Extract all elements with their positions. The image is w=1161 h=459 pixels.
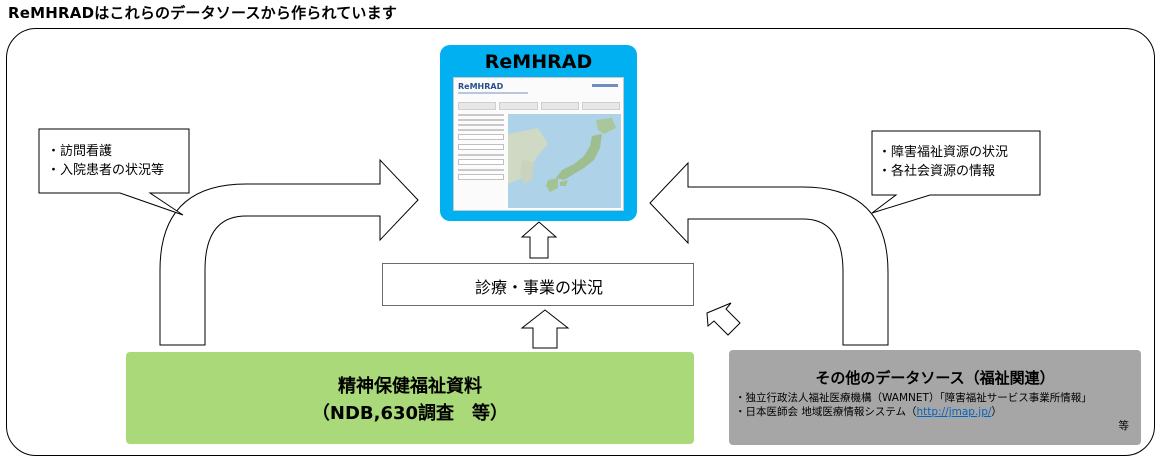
screenshot-tab — [499, 102, 538, 110]
up-arrow-to-remhrad — [520, 221, 558, 259]
callout-left-item: ・入院患者の状況等 — [47, 163, 165, 178]
seishin-subtitle: （NDB,630調査 等） — [311, 403, 509, 424]
jmap-suffix: ） — [991, 406, 1002, 418]
screenshot-tab — [458, 102, 497, 110]
other-source-wamnet: ・独立行政法人福祉医療機構（WAMNET）「障害福祉サービス事業所情報」 — [735, 392, 1092, 404]
other-sources-title: その他のデータソース（福祉関連） — [815, 369, 1055, 387]
remhrad-box: ReMHRAD ReMHRAD — [440, 45, 637, 221]
screenshot-tab — [540, 102, 579, 110]
seishin-data-box: 精神保健福祉資料 （NDB,630調査 等） — [126, 352, 694, 444]
screenshot-top-link — [592, 84, 618, 87]
screenshot-map — [508, 114, 621, 208]
other-data-sources-box: その他のデータソース（福祉関連） ・独立行政法人福祉医療機構（WAMNET）「障… — [729, 350, 1141, 445]
screenshot-logo-subtitle — [458, 92, 528, 94]
jmap-prefix: ・日本医師会 地域医療情報システム（ — [735, 406, 917, 418]
remhrad-title: ReMHRAD — [484, 51, 593, 73]
right-callout — [871, 130, 1041, 214]
diagram-frame — [6, 28, 1155, 456]
other-source-jmap: ・日本医師会 地域医療情報システム（http://jmap.jp/） — [735, 404, 1002, 419]
callout-right-item: ・障害福祉資源の状況 — [878, 145, 1009, 160]
page-title: ReMHRADはこれらのデータソースから作られています — [8, 4, 398, 22]
screenshot-tabs — [458, 102, 620, 110]
other-etc-label: 等 — [1118, 420, 1130, 432]
screenshot-tab — [581, 102, 620, 110]
japan-map-image — [508, 118, 616, 192]
right-curved-arrow — [649, 161, 889, 346]
screenshot-side-panel — [458, 114, 504, 208]
callout-left-item: ・訪問看護 — [47, 144, 113, 159]
up-arrow-to-shinryo — [520, 309, 570, 349]
remhrad-screenshot: ReMHRAD — [453, 77, 624, 211]
jmap-link[interactable]: http://jmap.jp/ — [916, 406, 992, 418]
seishin-title: 精神保健福祉資料 — [338, 376, 482, 397]
callout-right-item: ・各社会資源の情報 — [878, 164, 996, 179]
diagonal-arrow-to-shinryo — [706, 302, 741, 336]
right-callout-text: ・障害福祉資源の状況 ・各社会資源の情報 — [878, 143, 1008, 181]
left-curved-arrow — [159, 158, 419, 346]
left-callout-text: ・訪問看護 ・入院患者の状況等 — [47, 142, 164, 180]
shinryo-status-label: 診療・事業の状況 — [474, 278, 603, 297]
shinryo-status-box: 診療・事業の状況 — [382, 263, 694, 306]
left-callout — [38, 128, 190, 216]
screenshot-logo: ReMHRAD — [458, 82, 504, 91]
